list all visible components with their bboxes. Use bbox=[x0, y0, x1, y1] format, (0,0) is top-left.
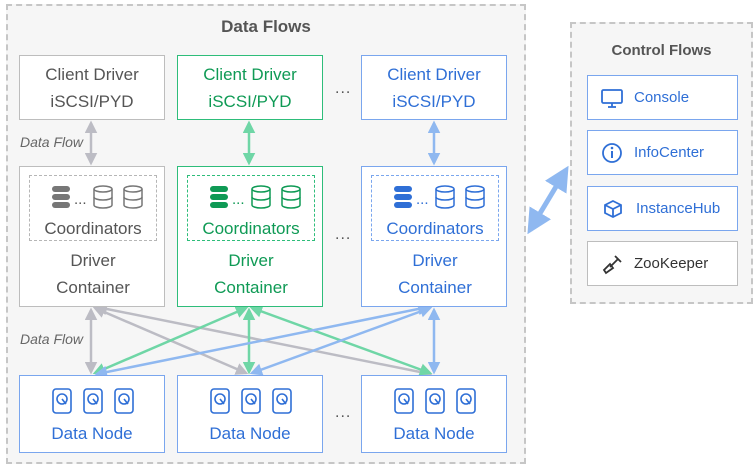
client-driver-3: Client Driver iSCSI/PYD bbox=[361, 55, 507, 120]
coordinators-label-2: Coordinators bbox=[202, 219, 300, 238]
data-flows-title: Data Flows bbox=[221, 17, 311, 36]
database-outline-icon bbox=[465, 185, 485, 209]
arrow-d3-n2 bbox=[249, 305, 433, 376]
client-driver-3-line1: Client Driver bbox=[387, 65, 481, 84]
control-item-console: Console bbox=[587, 75, 738, 120]
driver-container-1-line2: Container bbox=[56, 278, 130, 297]
control-flows-title: Control Flows bbox=[611, 42, 712, 59]
data-node-ellipsis: ... bbox=[335, 404, 352, 421]
disk-icon bbox=[210, 388, 230, 414]
disk-icon bbox=[456, 388, 476, 414]
control-item-infocenter: InfoCenter bbox=[587, 130, 738, 175]
svg-text:...: ... bbox=[232, 191, 245, 208]
database-outline-icon bbox=[251, 185, 271, 209]
client-driver-1: Client Driver iSCSI/PYD bbox=[19, 55, 165, 120]
driver-ellipsis: ... bbox=[335, 226, 352, 243]
data-node-1-label: Data Node bbox=[51, 424, 133, 443]
control-item-zookeeper-label: ZooKeeper bbox=[634, 255, 709, 272]
control-item-instancehub-label: InstanceHub bbox=[636, 200, 721, 217]
client-driver-2-line1: Client Driver bbox=[203, 65, 297, 84]
driver-container-1: ... Coordinators Driver Container bbox=[19, 166, 165, 307]
disk-icons-3 bbox=[394, 388, 476, 414]
monitor-icon bbox=[601, 88, 623, 108]
driver-container-1-label: Driver Container bbox=[20, 247, 166, 301]
data-node-2-label: Data Node bbox=[209, 424, 291, 443]
data-flow-label-top: Data Flow bbox=[20, 134, 84, 150]
database-outline-icon bbox=[281, 185, 301, 209]
database-icon bbox=[394, 186, 412, 208]
driver-container-2-label: Driver Container bbox=[178, 247, 324, 301]
driver-container-3-line2: Container bbox=[398, 278, 472, 297]
driver-container-2-line2: Container bbox=[214, 278, 288, 297]
client-driver-2: Client Driver iSCSI/PYD bbox=[177, 55, 323, 120]
client-driver-1-line1: Client Driver bbox=[45, 65, 139, 84]
data-node-3: Data Node bbox=[361, 375, 507, 453]
database-outline-icon bbox=[123, 185, 143, 209]
shovel-icon bbox=[602, 254, 622, 274]
driver-container-3-label: Driver Container bbox=[362, 247, 508, 301]
svg-text:...: ... bbox=[416, 191, 429, 208]
data-node-2: Data Node bbox=[177, 375, 323, 453]
disk-icon bbox=[83, 388, 103, 414]
cubes-icon bbox=[604, 199, 622, 218]
client-driver-3-line2: iSCSI/PYD bbox=[392, 92, 476, 111]
disk-icon bbox=[52, 388, 72, 414]
data-flow-label-bottom: Data Flow bbox=[20, 331, 84, 347]
driver-container-3-line1: Driver bbox=[412, 251, 458, 270]
data-node-3-label: Data Node bbox=[393, 424, 475, 443]
disk-icons-1 bbox=[52, 388, 134, 414]
info-icon bbox=[602, 142, 622, 163]
driver-container-2-line1: Driver bbox=[228, 251, 274, 270]
coordinators-group-2: ... Coordinators bbox=[187, 175, 315, 241]
disk-icon bbox=[114, 388, 134, 414]
disk-icons-2 bbox=[210, 388, 292, 414]
disk-icon bbox=[272, 388, 292, 414]
database-outline-icon bbox=[435, 185, 455, 209]
data-node-1: Data Node bbox=[19, 375, 165, 453]
svg-text:...: ... bbox=[74, 191, 87, 208]
coordinators-group-3: ... Coordinators bbox=[371, 175, 499, 241]
coordinators-group-1: ... Coordinators bbox=[29, 175, 157, 241]
coordinator-icons-2: ... bbox=[210, 185, 301, 209]
driver-container-2: ... Coordinators Driver Container bbox=[177, 166, 323, 307]
coordinator-icons-1: ... bbox=[52, 185, 143, 209]
database-outline-icon bbox=[93, 185, 113, 209]
disk-icon bbox=[241, 388, 261, 414]
coordinators-label-1: Coordinators bbox=[44, 219, 142, 238]
client-driver-1-line2: iSCSI/PYD bbox=[50, 92, 134, 111]
disk-icon bbox=[394, 388, 414, 414]
disk-icon bbox=[425, 388, 445, 414]
database-icon bbox=[210, 186, 228, 208]
control-item-instancehub: InstanceHub bbox=[587, 186, 738, 231]
control-item-console-label: Console bbox=[634, 89, 690, 106]
client-ellipsis: ... bbox=[335, 80, 352, 97]
control-item-infocenter-label: InfoCenter bbox=[634, 144, 705, 161]
client-driver-2-line2: iSCSI/PYD bbox=[208, 92, 292, 111]
coordinator-icons-3: ... bbox=[394, 185, 485, 209]
coordinators-label-3: Coordinators bbox=[386, 219, 484, 238]
arrow-panel-link bbox=[527, 165, 569, 235]
control-item-zookeeper: ZooKeeper bbox=[587, 241, 738, 286]
driver-container-3: ... Coordinators Driver Container bbox=[361, 166, 507, 307]
database-icon bbox=[52, 186, 70, 208]
driver-container-1-line1: Driver bbox=[70, 251, 116, 270]
